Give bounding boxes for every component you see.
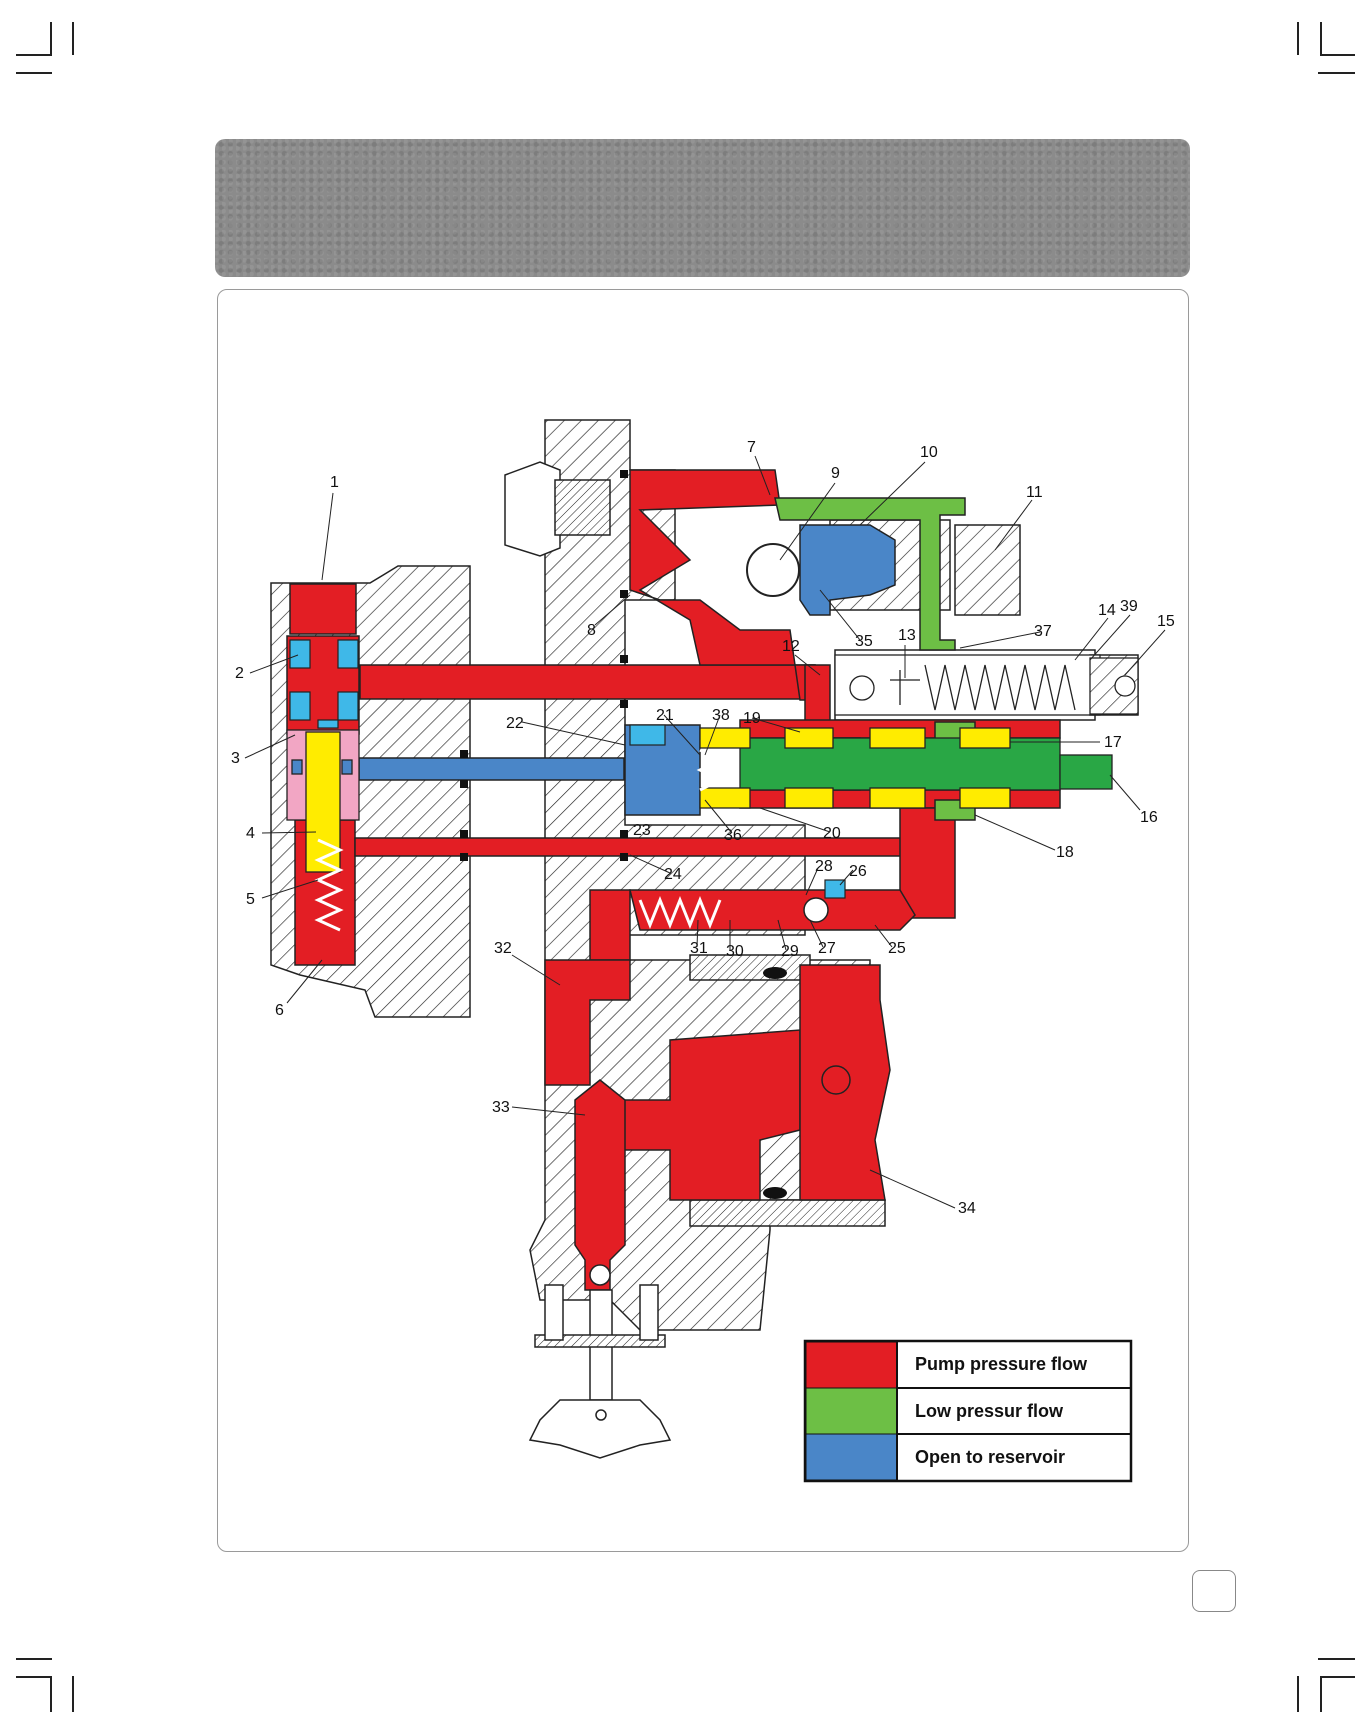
legend-swatch-reservoir [806, 1434, 897, 1480]
callout-23: 23 [633, 822, 651, 839]
callout-8: 8 [587, 622, 596, 639]
callout-12: 12 [782, 638, 800, 655]
legend-label-low-pressure: Low pressur flow [915, 1401, 1064, 1421]
callout-15: 15 [1157, 613, 1175, 630]
callout-14: 14 [1098, 602, 1116, 619]
check-ball [747, 544, 799, 596]
callout-36: 36 [724, 827, 742, 844]
callout-29: 29 [781, 943, 799, 960]
legend-swatch-pressure [806, 1342, 897, 1388]
callout-9: 9 [831, 465, 840, 482]
callout-39: 39 [1120, 598, 1138, 615]
callout-38: 38 [712, 707, 730, 724]
callout-25: 25 [888, 940, 906, 957]
callout-6: 6 [275, 1002, 284, 1019]
callout-2: 2 [235, 665, 244, 682]
legend-label-pressure: Pump pressure flow [915, 1354, 1088, 1374]
legend: Pump pressure flow Low pressur flow Open… [805, 1341, 1131, 1481]
valve-handle[interactable] [530, 1285, 670, 1458]
callout-34: 34 [958, 1200, 976, 1217]
callout-37: 37 [1034, 623, 1052, 640]
callout-1: 1 [330, 474, 339, 491]
legend-label-reservoir: Open to reservoir [915, 1447, 1065, 1467]
callout-35: 35 [855, 633, 873, 650]
relief-valve [835, 655, 1138, 715]
callout-20: 20 [823, 825, 841, 842]
callout-3: 3 [231, 750, 240, 767]
callout-11: 11 [1026, 484, 1043, 501]
callout-32: 32 [494, 940, 512, 957]
callout-28: 28 [815, 858, 833, 875]
callout-13: 13 [898, 627, 916, 644]
callout-16: 16 [1140, 809, 1158, 826]
callout-10: 10 [920, 444, 938, 461]
callout-30: 30 [726, 943, 744, 960]
callout-33: 33 [492, 1099, 510, 1116]
callout-17: 17 [1104, 734, 1122, 751]
callout-4: 4 [246, 825, 255, 842]
callout-31: 31 [690, 940, 708, 957]
callout-5: 5 [246, 891, 255, 908]
callout-24: 24 [664, 866, 682, 883]
callout-7: 7 [747, 439, 756, 456]
callout-18: 18 [1056, 844, 1074, 861]
callout-22: 22 [506, 715, 524, 732]
legend-swatch-low-pressure [806, 1388, 897, 1434]
